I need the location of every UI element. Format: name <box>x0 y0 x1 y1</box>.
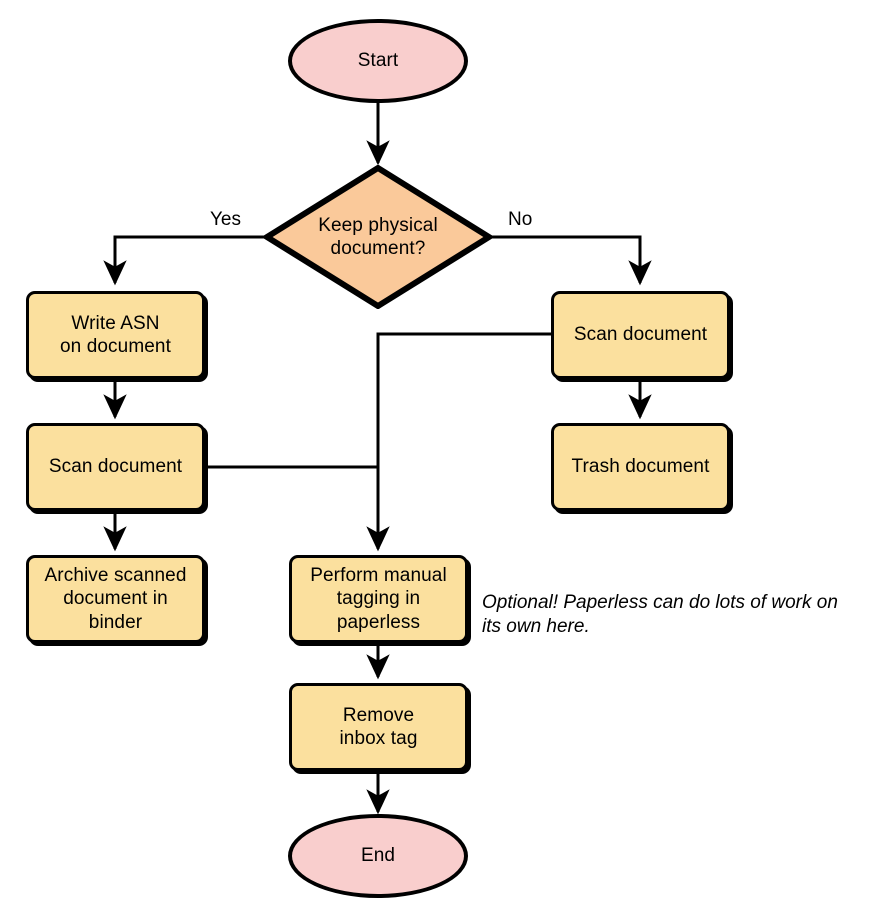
node-start[interactable]: Start <box>288 19 468 103</box>
node-start-label: Start <box>357 50 399 72</box>
annotation-optional-note-line2: its own here. <box>482 616 590 638</box>
edge-label-yes: Yes <box>210 209 241 230</box>
node-decision-label-line1: Keep physical <box>318 214 438 236</box>
node-trash-document-label: Trash document <box>571 456 710 478</box>
node-tagging-label-line1: Perform manual <box>310 564 447 586</box>
annotation-optional-note: Optional! Paperless can do lots of work … <box>482 591 882 640</box>
edge-label-no: No <box>508 209 533 230</box>
node-write-asn-label-line2: on document <box>60 336 171 357</box>
node-scan-document-left[interactable]: Scan document <box>26 423 205 511</box>
node-tagging-label: Perform manual tagging in paperless <box>310 564 447 634</box>
edge-scan-right-to-tagging <box>366 332 551 552</box>
node-remove-inbox-label-line1: Remove <box>342 704 415 726</box>
node-archive-label-line3: binder <box>88 611 143 633</box>
annotation-optional-note-line1: Optional! Paperless can do lots of work … <box>482 592 838 613</box>
node-end[interactable]: End <box>288 814 468 898</box>
edge-decision-to-scan-right <box>492 235 652 286</box>
node-perform-manual-tagging[interactable]: Perform manual tagging in paperless <box>289 555 468 643</box>
edge-decision-to-write-asn <box>103 235 264 286</box>
node-trash-document[interactable]: Trash document <box>551 423 730 511</box>
node-tagging-label-line3: paperless <box>336 611 421 633</box>
node-write-asn-on-document[interactable]: Write ASN on document <box>26 291 205 379</box>
node-remove-inbox-label-line2: inbox tag <box>339 728 418 749</box>
diamond-shape <box>264 165 492 309</box>
node-tagging-label-line2: tagging in <box>336 588 421 610</box>
node-archive-scanned-document[interactable]: Archive scanned document in binder <box>26 555 205 643</box>
node-remove-inbox-label: Remove inbox tag <box>339 704 417 751</box>
node-decision-keep-physical-document[interactable]: Keep physical document? <box>264 165 492 309</box>
node-scan-document-right-label: Scan document <box>573 324 708 346</box>
node-remove-inbox-tag[interactable]: Remove inbox tag <box>289 683 468 771</box>
node-archive-label: Archive scanned document in binder <box>45 564 187 634</box>
node-decision-label: Keep physical document? <box>289 214 467 261</box>
node-scan-document-right[interactable]: Scan document <box>551 291 730 379</box>
node-scan-document-left-label: Scan document <box>48 456 183 478</box>
node-archive-label-line1: Archive scanned <box>44 564 187 586</box>
node-end-label: End <box>360 845 396 867</box>
node-archive-label-line2: document in <box>63 588 168 610</box>
node-decision-label-line2: document? <box>330 238 426 259</box>
node-write-asn-label: Write ASN on document <box>60 312 171 359</box>
node-write-asn-label-line1: Write ASN <box>71 312 160 334</box>
